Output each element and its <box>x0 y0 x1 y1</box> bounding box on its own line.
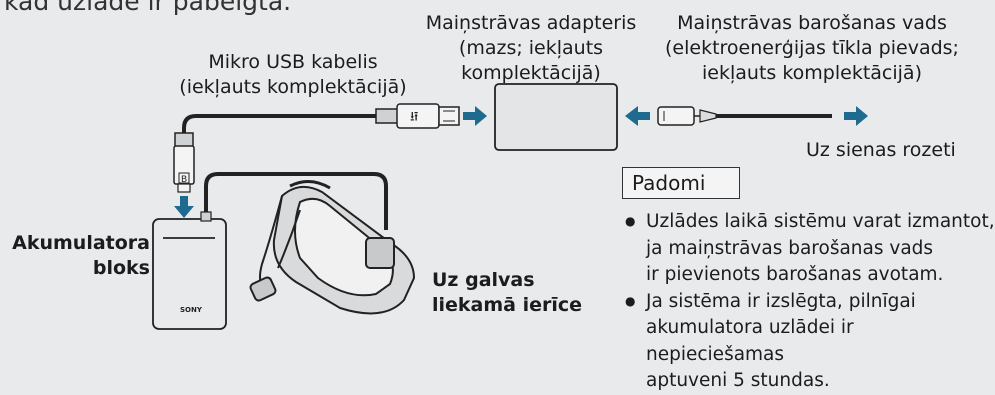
usb-cable-label: Mikro USB kabelis (iekļauts komplektācij… <box>178 50 408 100</box>
arrow-to-adapter <box>463 106 487 126</box>
headset-label: Uz galvas liekamā ierīce <box>432 268 582 318</box>
to-outlet-label: Uz sienas rozeti <box>806 139 956 161</box>
ac-cord-label: Maiņstrāvas barošanas vads (elektroenerģ… <box>652 11 972 86</box>
ac-adapter-label: Maiņstrāvas adapteris (mazs; iekļauts ko… <box>412 11 650 86</box>
tips-heading: Padomi <box>632 171 706 195</box>
headset-cable-line <box>204 172 388 230</box>
ac-cord-label-line2: (elektroenerģijas tīkla pievads; <box>665 37 959 59</box>
usb-a-plug: ⭿ <box>375 103 460 129</box>
battery-label: Akumulatora bloks <box>3 231 150 281</box>
headset-label-line1: Uz galvas <box>432 269 535 291</box>
tip-1-line3: ir pievienots barošanas avotam. <box>646 264 944 285</box>
connection-diagram: ⭿ B <box>152 83 868 330</box>
tip-1-line1: Uzlādes laikā sistēmu varat izmantot, <box>646 211 995 232</box>
headset-image <box>249 180 416 315</box>
ac-adapter-label-line2: (mazs; iekļauts <box>458 37 604 59</box>
battery-pack: SONY <box>152 211 227 330</box>
tip-1-line2: ja maiņstrāvas barošanas vads <box>646 237 934 259</box>
ac-adapter-label-line1: Maiņstrāvas adapteris <box>425 12 637 34</box>
tip-2-line2: akumulatora uzlādei ir nepieciešamas <box>646 317 854 365</box>
arrow-to-outlet <box>844 106 868 126</box>
usb-cable-label-line1: Mikro USB kabelis <box>208 51 378 73</box>
ac-cord-label-line1: Maiņstrāvas barošanas vads <box>677 12 947 34</box>
brand-mark: SONY <box>180 306 203 314</box>
svg-text:⭿: ⭿ <box>410 110 418 125</box>
battery-label-line1: Akumulatora <box>12 232 150 254</box>
arrow-to-battery <box>174 196 194 218</box>
ac-adapter <box>494 83 618 151</box>
tips-heading-box <box>622 167 740 199</box>
tips-list: Uzlādes laikā sistēmu varat izmantot, ja… <box>624 208 995 395</box>
headset-label-line2: liekamā ierīce <box>432 294 583 316</box>
battery-label-line2: bloks <box>92 257 150 279</box>
micro-usb-plug: B <box>173 132 195 193</box>
ac-adapter-label-line3: komplektācijā) <box>461 62 601 84</box>
tip-2-line3: aptuveni 5 stundas. <box>646 370 830 391</box>
arrow-cord-to-adapter <box>625 106 650 126</box>
tip-item: Ja sistēma ir izslēgta, pilnīgai akumula… <box>624 288 995 395</box>
usb-b-mark: B <box>181 175 187 185</box>
usb-cable-label-line2: (iekļauts komplektācijā) <box>179 76 407 98</box>
tip-2-line1: Ja sistēma ir izslēgta, pilnīgai <box>646 290 916 312</box>
tip-item: Uzlādes laikā sistēmu varat izmantot, ja… <box>624 208 995 289</box>
header-partial-text: kad uzlādē ir pabeigta. <box>4 0 292 16</box>
usb-cable-line <box>182 114 383 157</box>
ac-cord-label-line3: iekļauts komplektācijā) <box>702 62 922 84</box>
ac-cord-connector <box>657 106 717 126</box>
